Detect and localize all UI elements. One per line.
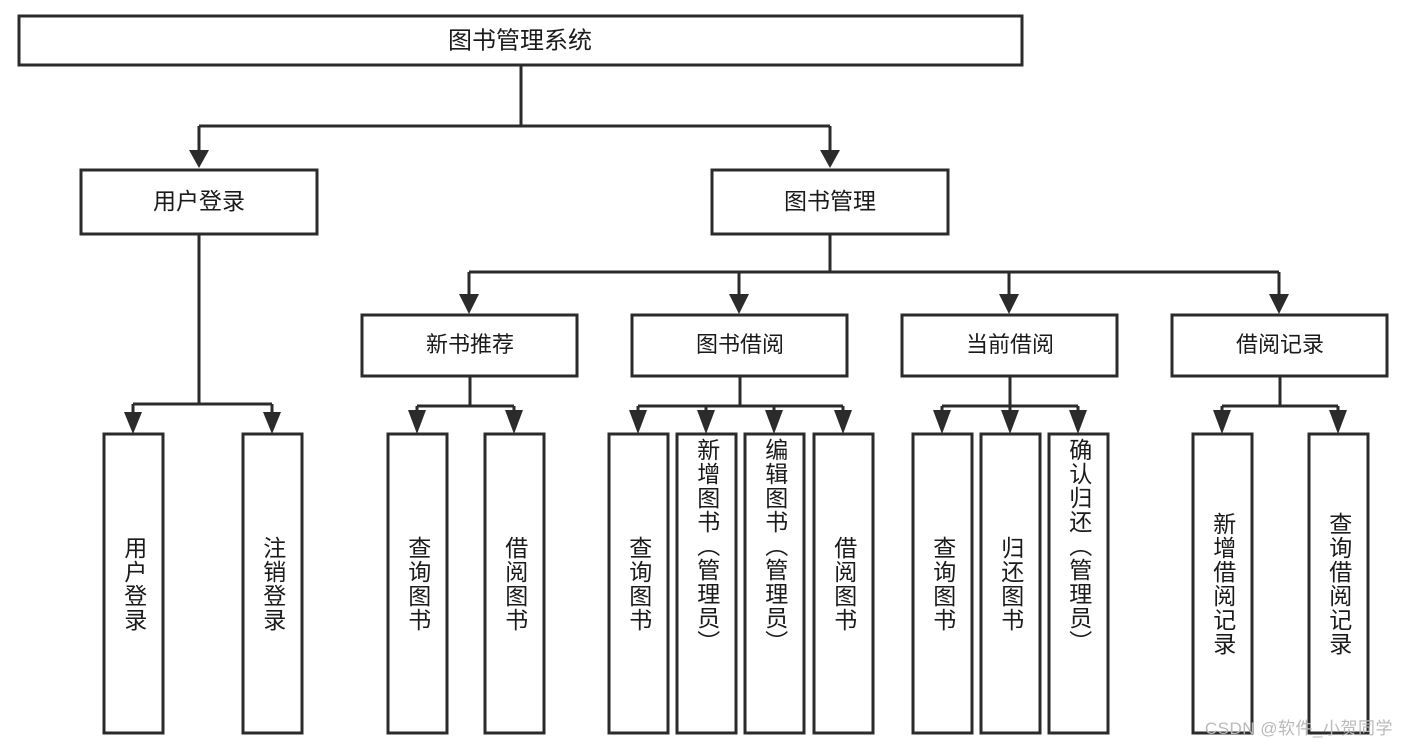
node-user-login[interactable]: 用户登录	[79, 168, 319, 236]
leaf-query-book-2-box[interactable]	[607, 432, 670, 735]
book-borrow-label: 图书借阅	[696, 332, 784, 357]
current-borrow-box	[900, 313, 1119, 378]
leaf-confirm-return-box[interactable]	[1047, 432, 1110, 735]
leaf-borrow-book-2-box[interactable]	[812, 432, 875, 735]
arrowhead-leaf-return-book	[1001, 410, 1019, 434]
arrowhead-leaf-query-book-1	[408, 410, 426, 434]
borrow-record-box	[1170, 313, 1389, 378]
arrowhead-borrow-record	[1269, 294, 1289, 314]
leaf-return-book-box[interactable]	[979, 432, 1042, 735]
arrowhead-current-borrow	[999, 294, 1019, 314]
leaf-query-record-box[interactable]	[1307, 432, 1370, 735]
leaf-user-login-box[interactable]	[102, 432, 165, 735]
arrowhead-leaf-borrow-book-2	[834, 410, 852, 434]
leaf-logout-login-box[interactable]	[241, 432, 304, 735]
node-book-borrow[interactable]: 图书借阅	[630, 313, 849, 378]
arrowhead-leaf-query-record	[1329, 410, 1347, 434]
node-borrow-record[interactable]: 借阅记录	[1170, 313, 1389, 378]
leaf-edit-book-box[interactable]	[743, 432, 806, 735]
book-manage-box	[710, 168, 950, 236]
node-new-book-recommend[interactable]: 新书推荐	[360, 313, 579, 378]
book-borrow-box	[630, 313, 849, 378]
node-root-system[interactable]: 图书管理系统	[17, 14, 1024, 67]
leaf-add-book-box[interactable]	[675, 432, 738, 735]
arrowhead-leaf-add-record	[1213, 410, 1231, 434]
arrowhead-leaf-query-book-2	[629, 410, 647, 434]
arrowhead-leaf-edit-book	[765, 410, 783, 434]
node-current-borrow[interactable]: 当前借阅	[900, 313, 1119, 378]
borrow-record-label: 借阅记录	[1236, 332, 1324, 357]
node-book-manage[interactable]: 图书管理	[710, 168, 950, 236]
arrowhead-book-borrow	[729, 294, 749, 314]
root-system-box	[17, 14, 1024, 67]
root-system-label: 图书管理系统	[448, 27, 592, 54]
new-book-recommend-label: 新书推荐	[426, 332, 514, 357]
arrowhead-leaf-borrow-book-1	[505, 410, 523, 434]
new-book-recommend-box	[360, 313, 579, 378]
book-manage-label: 图书管理	[784, 188, 876, 214]
arrowhead-leaf-add-book	[697, 410, 715, 434]
leaf-add-record-box[interactable]	[1191, 432, 1254, 735]
current-borrow-label: 当前借阅	[966, 332, 1054, 357]
leaf-query-book-3-box[interactable]	[911, 432, 974, 735]
user-login-label: 用户登录	[153, 188, 245, 214]
arrowhead-leaf-logout-login	[263, 412, 281, 434]
csdn-watermark: CSDN @软件_小贺同学	[1204, 719, 1393, 738]
arrowhead-book-manage	[820, 150, 840, 168]
arrowhead-new-book-recommend	[459, 294, 479, 314]
leaf-query-book-1-box[interactable]	[386, 432, 449, 735]
arrowhead-leaf-confirm-return	[1069, 410, 1087, 434]
arrowhead-leaf-user-login	[124, 412, 142, 434]
leaf-borrow-book-1-box[interactable]	[483, 432, 546, 735]
arrowhead-user-login	[189, 150, 209, 168]
arrowhead-leaf-query-book-3	[933, 410, 951, 434]
